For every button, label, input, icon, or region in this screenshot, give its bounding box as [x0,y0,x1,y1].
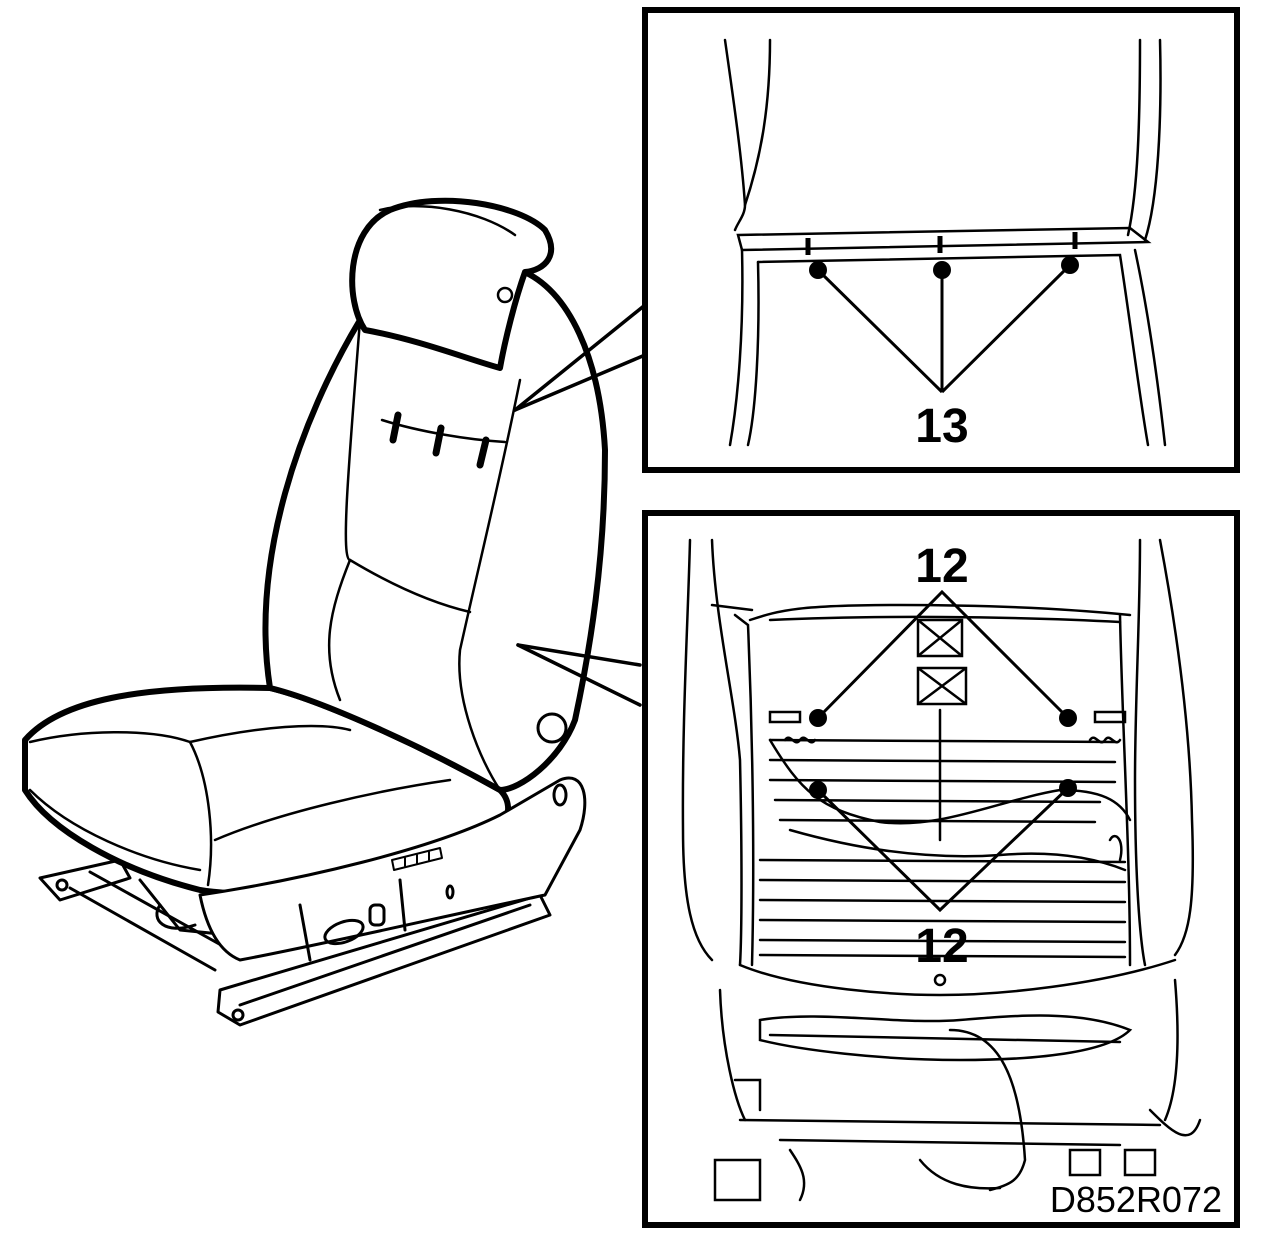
seat-illustration [22,197,647,1027]
seat-side-trim [198,776,587,962]
bottom-detail-panel: 12 12 D852R072 [642,510,1240,1228]
seat-backrest [262,263,608,793]
callout-12-bottom: 12 [915,920,968,973]
detail-leaders [513,303,647,707]
figure-code: D852R072 [1050,1179,1222,1220]
seat-headrest [349,197,554,371]
top-detail-panel: 13 [642,7,1240,473]
callout-12-top: 12 [915,540,968,593]
callout-13: 13 [915,400,968,453]
seat-rails [38,858,552,1027]
